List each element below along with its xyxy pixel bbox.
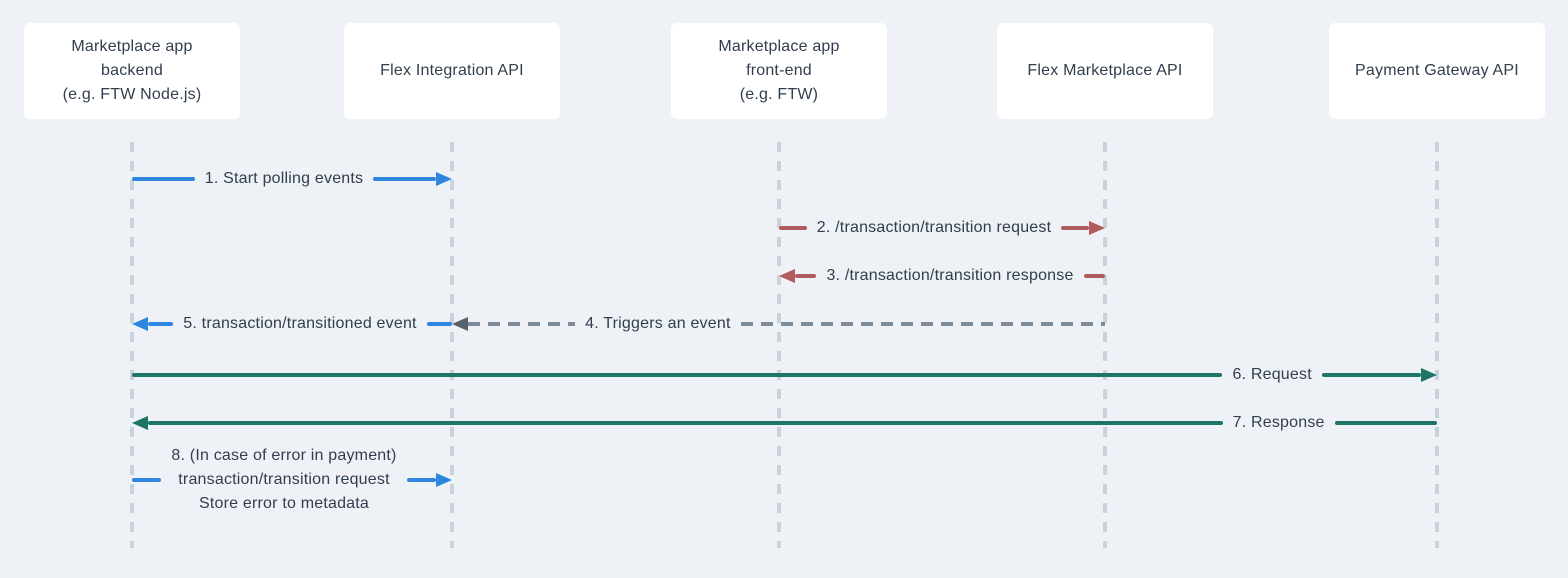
message-8-line	[406, 478, 437, 482]
arrowhead-right-icon	[1089, 221, 1106, 235]
message-1-label: 1. Start polling events	[204, 170, 364, 187]
message-1-line	[373, 177, 436, 181]
participant-payment-gateway-api-label: Payment Gateway API	[1355, 62, 1519, 79]
participant-flex-marketplace-api: Flex Marketplace API	[997, 23, 1213, 119]
arrowhead-left-icon	[132, 317, 148, 331]
message-8: 8. (In case of error in payment)transact…	[132, 440, 453, 520]
message-7-line	[148, 421, 1223, 425]
lifeline-payment-gateway-api	[1435, 142, 1439, 548]
message-1: 1. Start polling events	[132, 139, 452, 219]
arrowhead-right-icon	[1421, 368, 1437, 382]
message-7-label: 7. Response	[1232, 414, 1325, 431]
message-4: 4. Triggers an event	[452, 284, 1105, 364]
message-7: 7. Response	[132, 383, 1437, 463]
arrowhead-right-icon	[436, 172, 452, 186]
lifeline-marketplace-frontend	[777, 142, 781, 548]
message-6: 6. Request	[132, 335, 1437, 415]
lifeline-marketplace-backend	[130, 142, 134, 548]
participant-flex-integration-api: Flex Integration API	[344, 23, 560, 119]
message-6-line	[1321, 373, 1421, 377]
arrowhead-left-icon	[132, 416, 148, 430]
message-8-label: 8. (In case of error in payment)transact…	[171, 447, 397, 512]
message-3: 3. /transaction/transition response	[779, 236, 1106, 316]
message-6-line	[132, 373, 1223, 377]
message-3-line	[1083, 274, 1106, 278]
message-5-label: 5. transaction/transitioned event	[183, 315, 417, 332]
message-4-line	[468, 322, 576, 326]
message-3-label: 3. /transaction/transition response	[826, 267, 1074, 284]
message-8-line	[132, 478, 162, 482]
message-5-line	[148, 322, 174, 326]
arrowhead-left-icon	[779, 269, 795, 283]
participant-payment-gateway-api: Payment Gateway API	[1329, 23, 1545, 119]
arrowhead-right-icon	[436, 473, 453, 487]
message-5-line	[426, 322, 452, 326]
message-4-label: 4. Triggers an event	[585, 315, 731, 332]
message-7-line	[1334, 421, 1437, 425]
lifeline-flex-integration-api	[450, 142, 454, 548]
arrowhead-left-icon	[452, 317, 468, 331]
message-2: 2. /transaction/transition request	[779, 188, 1106, 268]
message-4-line	[740, 322, 1105, 326]
message-5: 5. transaction/transitioned event	[132, 284, 452, 364]
participant-flex-integration-api-label: Flex Integration API	[380, 62, 524, 79]
participant-flex-marketplace-api-label: Flex Marketplace API	[1027, 62, 1183, 79]
message-2-label: 2. /transaction/transition request	[816, 219, 1052, 236]
message-3-line	[795, 274, 817, 278]
lifeline-flex-marketplace-api	[1103, 142, 1107, 548]
message-6-label: 6. Request	[1232, 366, 1312, 383]
message-2-line	[779, 226, 807, 230]
message-1-line	[132, 177, 195, 181]
message-2-line	[1061, 226, 1090, 230]
